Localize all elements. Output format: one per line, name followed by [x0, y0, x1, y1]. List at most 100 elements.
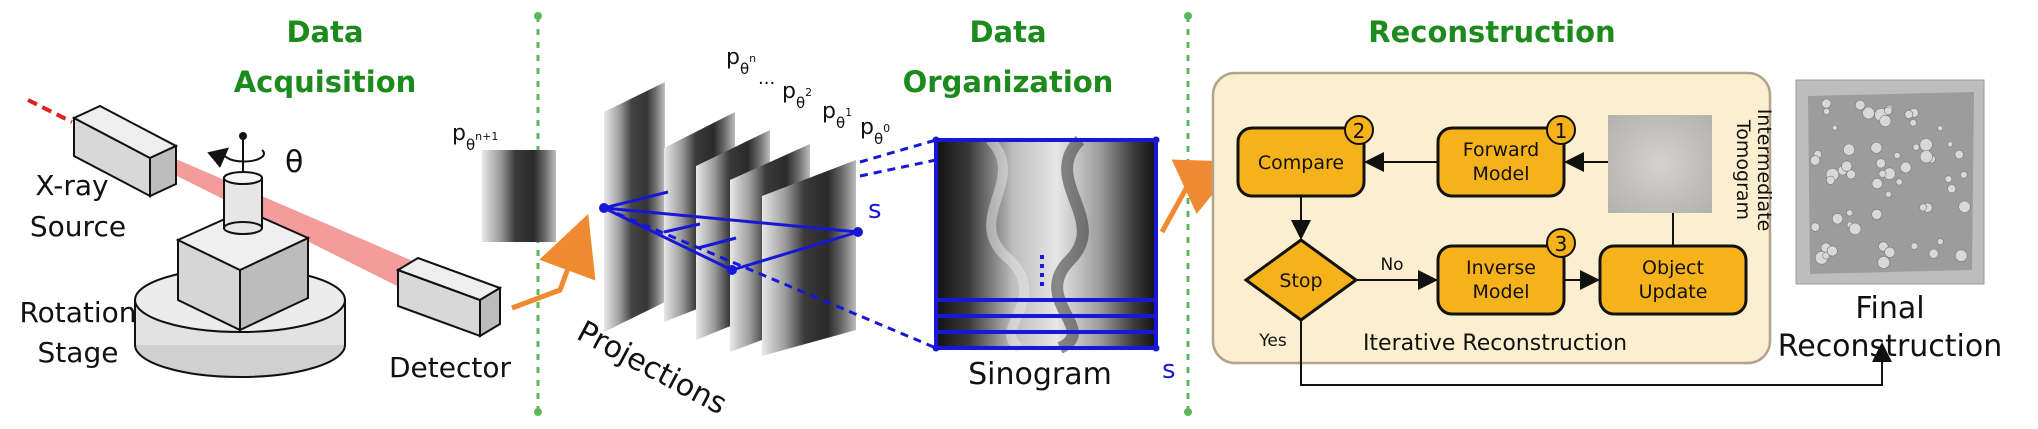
particle-dot [1919, 203, 1927, 212]
projection-stack [604, 82, 856, 356]
yes-label: Yes [1258, 331, 1287, 351]
particle-dot [1870, 141, 1883, 154]
section-title-reconstruction: Reconstruction [1368, 15, 1615, 49]
badge-1-label: 1 [1555, 119, 1568, 143]
particle-dot [1947, 184, 1957, 194]
particle-dot [1841, 160, 1853, 172]
section-title-acquisition-2: Acquisition [234, 65, 417, 99]
rotation-stage-label-1: Rotation [19, 296, 136, 329]
particle-dot [1871, 178, 1883, 190]
acquisition-to-organization-arrow [511, 213, 596, 311]
rotation-stage-label-2: Stage [38, 336, 119, 369]
section-title-acquisition-1: Data [286, 15, 363, 49]
particle-dot [1936, 238, 1944, 246]
projection-next-image [482, 150, 556, 242]
inverse-model-label-2: Model [1472, 281, 1529, 303]
p-theta-1-label: pθ1 [822, 99, 852, 132]
particle-dot [1832, 124, 1838, 131]
xray-source-label-1: X-ray [35, 169, 108, 202]
xray-source-label-2: Source [30, 210, 126, 243]
rotation-stage [134, 171, 346, 378]
p-theta-n-label: pθn [726, 45, 756, 78]
particle-dot [1810, 222, 1820, 232]
rotation-arrow-icon [207, 132, 265, 172]
sinogram-image [932, 135, 1160, 354]
final-reconstruction-label-1: Final [1855, 291, 1924, 326]
xray-source-box [71, 104, 179, 198]
projection-s-label: s [868, 195, 882, 225]
sinogram-s-label: s [1162, 355, 1176, 385]
particle-dot [1843, 143, 1856, 156]
projection-to-sinogram-dashes [603, 138, 937, 350]
divider-right [1184, 12, 1192, 416]
particle-dot [1937, 125, 1944, 132]
final-reconstruction-label-2: Reconstruction [1778, 329, 2003, 364]
particle-dot [1919, 138, 1933, 152]
detector-box [395, 256, 503, 338]
particle-dot [1879, 115, 1892, 128]
particle-dot [1848, 222, 1862, 236]
particle-dot [1884, 246, 1896, 258]
particle-dot [1862, 106, 1875, 120]
particle-dot [1912, 143, 1920, 151]
particle-dot [1958, 200, 1971, 213]
particle-dot [1910, 242, 1919, 250]
particle-dot [1826, 245, 1838, 257]
particle-dot [1909, 119, 1917, 127]
particle-dot [1893, 152, 1901, 159]
particle-dot [1878, 169, 1887, 178]
badge-1-icon [1546, 115, 1576, 145]
particle-dot [1895, 178, 1903, 186]
projection-next-label: pθn+1 [452, 121, 498, 154]
final-reconstruction-image [1795, 79, 1985, 285]
forward-model-label-1: Forward [1463, 139, 1539, 161]
particle-dot [1821, 98, 1832, 109]
particle-dot [1875, 158, 1886, 169]
section-title-organization-2: Organization [903, 65, 1114, 99]
particle-dot [1826, 175, 1836, 185]
stop-label: Stop [1279, 270, 1322, 292]
particle-dot [1954, 150, 1964, 160]
intermediate-tomogram-image [1608, 115, 1712, 213]
particle-dot [1823, 108, 1831, 116]
particle-dot [1846, 169, 1856, 180]
intermediate-label-1: Intermediate [1753, 109, 1775, 232]
particle-dot [1944, 175, 1953, 183]
projection-axis-lines [599, 190, 863, 275]
particle-dot [1871, 208, 1883, 220]
p-theta-0-label: pθ0 [860, 115, 890, 148]
particle-dot [1854, 99, 1866, 111]
iterative-reconstruction-label: Iterative Reconstruction [1363, 331, 1627, 356]
particle-dot [1899, 161, 1912, 174]
particle-dot [1954, 249, 1968, 262]
theta-label: θ [285, 145, 303, 180]
badge-3-label: 3 [1555, 232, 1568, 256]
ellipsis-label: ... [758, 68, 775, 89]
particle-dot [1947, 141, 1954, 148]
object-update-label-1: Object [1642, 257, 1704, 279]
particle-dot [1846, 209, 1854, 217]
no-label: No [1380, 255, 1403, 275]
badge-3-icon [1546, 228, 1576, 258]
particle-dot [1928, 248, 1939, 259]
compare-label: Compare [1258, 152, 1344, 174]
particle-dot [1919, 150, 1933, 164]
particle-dot [1831, 213, 1844, 225]
detector-label: Detector [389, 351, 511, 384]
particle-dot [1809, 155, 1821, 166]
p-theta-2-label: pθ2 [782, 79, 812, 112]
projection-p-labels: pθn ... pθ2 pθ1 pθ0 [726, 45, 890, 148]
particle-dot [1960, 171, 1968, 179]
forward-model-label-2: Model [1472, 163, 1529, 185]
xray-beam [27, 98, 415, 290]
section-title-organization-1: Data [969, 15, 1046, 49]
badge-2-label: 2 [1353, 119, 1366, 143]
sinogram-label: Sinogram [968, 357, 1112, 392]
particle-dot [1877, 256, 1890, 269]
particle-dot [1883, 106, 1893, 116]
particle-dot [1885, 190, 1892, 198]
particle-dot [1904, 110, 1914, 119]
badge-2-icon [1344, 115, 1374, 145]
inverse-model-label-1: Inverse [1466, 257, 1536, 279]
intermediate-label-2: Tomogram [1732, 119, 1754, 220]
